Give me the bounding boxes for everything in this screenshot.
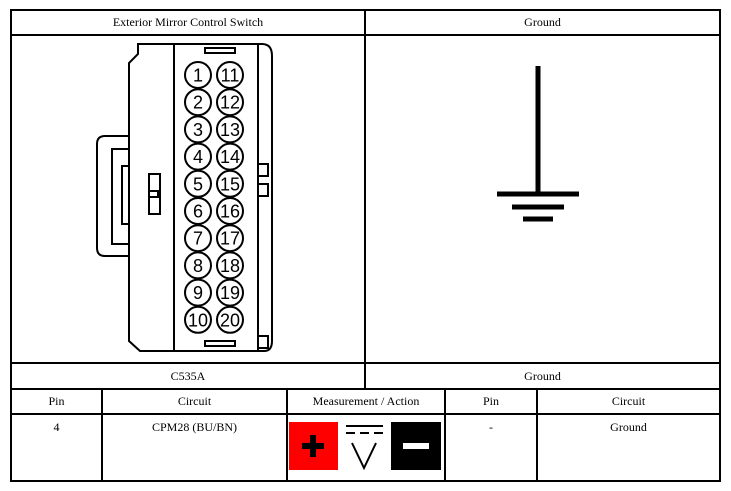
divider bbox=[101, 388, 103, 482]
pin-cavity bbox=[216, 61, 244, 89]
pin-number: 8 bbox=[193, 256, 203, 276]
ground-label: Ground bbox=[524, 368, 561, 383]
divider bbox=[286, 388, 288, 482]
pin-number: 3 bbox=[193, 120, 203, 140]
pin-number: 9 bbox=[193, 283, 203, 303]
pin-cavity bbox=[184, 278, 212, 307]
column-header-circuit-2: Circuit bbox=[611, 394, 646, 408]
pin-cavity bbox=[216, 224, 244, 253]
column-header-pin-2: Pin bbox=[482, 394, 499, 408]
pin-number: 5 bbox=[193, 174, 203, 194]
pin-cavity bbox=[184, 88, 212, 117]
divider bbox=[364, 9, 366, 389]
pin-cavity bbox=[184, 224, 212, 253]
pin-cavity bbox=[184, 61, 212, 89]
column-header-circuit: Circuit bbox=[177, 394, 212, 408]
pin-number: 14 bbox=[220, 147, 240, 167]
pin-number: 19 bbox=[220, 283, 240, 303]
connector-face bbox=[173, 43, 259, 352]
pin-number: 1 bbox=[193, 66, 203, 86]
dc-voltage-icon bbox=[346, 425, 383, 471]
pin-number: 17 bbox=[220, 229, 240, 249]
connector-latch bbox=[96, 135, 129, 257]
pin-number: 20 bbox=[220, 310, 240, 330]
pin-number: 11 bbox=[221, 66, 240, 86]
column-header-measurement: Measurement / Action bbox=[312, 394, 420, 408]
pin-cavity bbox=[184, 115, 212, 144]
pin-cavity bbox=[184, 169, 212, 198]
pin-cavity bbox=[184, 251, 212, 280]
pin-number: 15 bbox=[220, 174, 240, 194]
pin-number: 12 bbox=[220, 93, 240, 113]
pin-cavity bbox=[216, 197, 244, 225]
negative-terminal-icon bbox=[391, 422, 441, 470]
row-circuit: CPM28 (BU/BN) bbox=[151, 420, 237, 434]
row-pin-2: - bbox=[489, 420, 493, 434]
pin-number: 2 bbox=[193, 93, 203, 113]
pin-cavity bbox=[216, 251, 244, 280]
positive-terminal-icon bbox=[289, 422, 338, 470]
divider bbox=[536, 388, 538, 482]
pin-number: 13 bbox=[220, 120, 240, 140]
divider bbox=[10, 388, 721, 390]
pin-number: 18 bbox=[220, 256, 240, 276]
pin-cavity bbox=[216, 142, 244, 171]
ground-title: Ground bbox=[524, 15, 561, 29]
ground-symbol-icon bbox=[497, 66, 579, 222]
pin-cavity bbox=[184, 142, 212, 171]
row-pin: 4 bbox=[53, 420, 60, 434]
component-title: Exterior Mirror Control Switch bbox=[112, 15, 264, 29]
pin-number: 6 bbox=[193, 202, 203, 222]
pin-cavity bbox=[216, 305, 244, 334]
pin-number: 16 bbox=[220, 202, 240, 222]
pin-cavity bbox=[216, 169, 244, 198]
pin-cavity bbox=[216, 115, 244, 144]
connector-label: C535A bbox=[170, 368, 206, 383]
pin-number: 7 bbox=[193, 229, 203, 249]
pin-cavity bbox=[216, 278, 244, 307]
pin-cavity bbox=[184, 305, 212, 334]
key-tab bbox=[204, 47, 236, 54]
divider bbox=[444, 388, 446, 482]
pin-cavity bbox=[216, 88, 244, 117]
row-circuit-2: Ground bbox=[610, 420, 647, 434]
pin-cavity bbox=[184, 197, 212, 225]
column-header-pin: Pin bbox=[48, 394, 65, 408]
pin-number: 4 bbox=[193, 147, 203, 167]
pin-number: 10 bbox=[188, 310, 208, 330]
divider bbox=[10, 413, 721, 415]
key-tab bbox=[204, 340, 236, 347]
measurement-action bbox=[289, 422, 441, 471]
